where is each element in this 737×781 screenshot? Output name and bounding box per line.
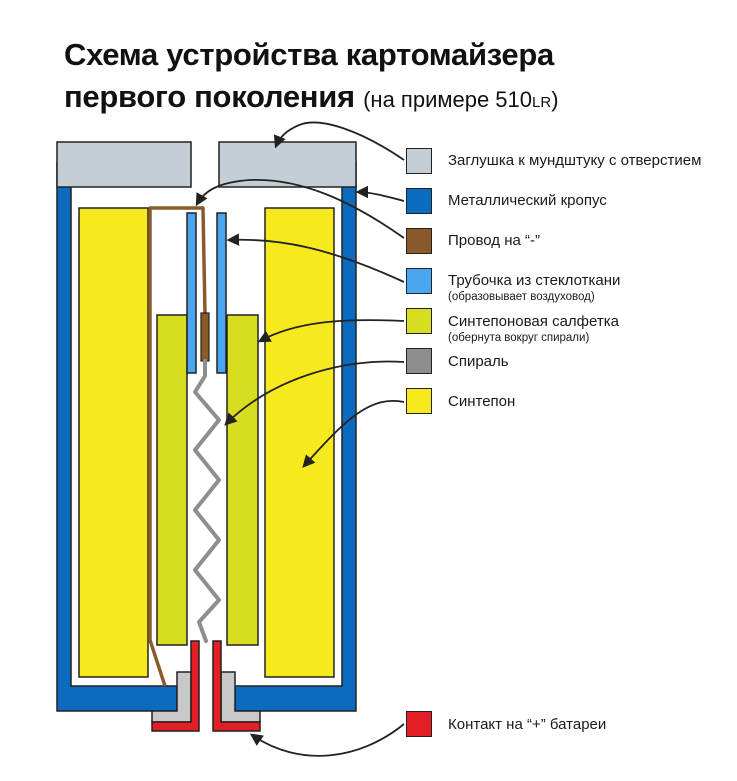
legend-note-tube: (образовывает воздуховод) [448,291,595,303]
negative-wire [148,206,207,687]
tube-left [186,212,197,374]
positive-contact-left [151,640,200,732]
legend-text-wire: Провод на “-” [448,232,540,249]
arrow-coil [224,360,405,426]
legend-label-cap: Заглушка к мундштуку с отверстием [448,152,701,170]
diagram-title: Схема устройства картомайзера первого по… [64,34,559,124]
arrow-cap [273,121,405,161]
legend-text-cap: Заглушка к мундштуку с отверстием [448,152,702,169]
wick-left [156,314,188,646]
legend-label-wire: Провод на “-” [448,232,540,250]
legend-text-tube: Трубочка из стеклоткани [448,272,621,289]
legend-swatch-filler [406,388,432,414]
legend-label-wick: Синтепоновая салфетка (обернута вокруг сп… [448,313,619,345]
filler-left [78,207,149,678]
legend-label-body: Металлический кропус [448,192,607,210]
title-line-1: Схема устройства картомайзера [64,37,554,72]
legend-swatch-coil [406,348,432,374]
tube-right [216,212,227,374]
legend-label-coil: Спираль [448,353,509,371]
legend-text-wick: Синтепоновая салфетка [448,313,619,330]
title-example-suffix: LR [532,94,552,111]
legend-swatch-tube [406,268,432,294]
title-example-close: ) [551,87,559,112]
arrow-body [355,185,405,202]
legend-label-contact: Контакт на “+” батареи [448,716,606,734]
cap-right [218,141,357,188]
arrow-tube [226,233,405,283]
positive-contact-right [212,640,261,732]
filler-right [264,207,335,678]
legend-swatch-cap [406,148,432,174]
title-line-2: первого поколения (на примере 510LR) [64,76,559,124]
legend-label-tube: Трубочка из стеклоткани (образовывает воз… [448,272,620,304]
legend-swatch-wick [406,308,432,334]
legend-note-wick: (обернута вокруг спирали) [448,332,590,344]
legend-swatch-wire [406,228,432,254]
legend-swatch-body [406,188,432,214]
wick-right [226,314,259,646]
legend-label-filler: Синтепон [448,393,515,411]
cap-left [56,141,192,188]
legend-text-body: Металлический кропус [448,192,607,209]
arrow-wire [195,179,405,239]
legend-swatch-contact [406,711,432,737]
legend-text-coil: Спираль [448,353,509,370]
title-line-2-text: первого поколения [64,79,355,114]
legend-text-contact: Контакт на “+” батареи [448,716,607,733]
arrow-filler [302,400,405,468]
title-example: (на примере 510LR) [363,87,558,112]
legend-text-filler: Синтепон [448,393,516,410]
coil [193,359,221,643]
title-example-prefix: (на примере 510 [363,87,533,112]
arrow-wick [257,319,405,343]
wire-connector [200,312,210,362]
arrow-contact [249,723,405,757]
